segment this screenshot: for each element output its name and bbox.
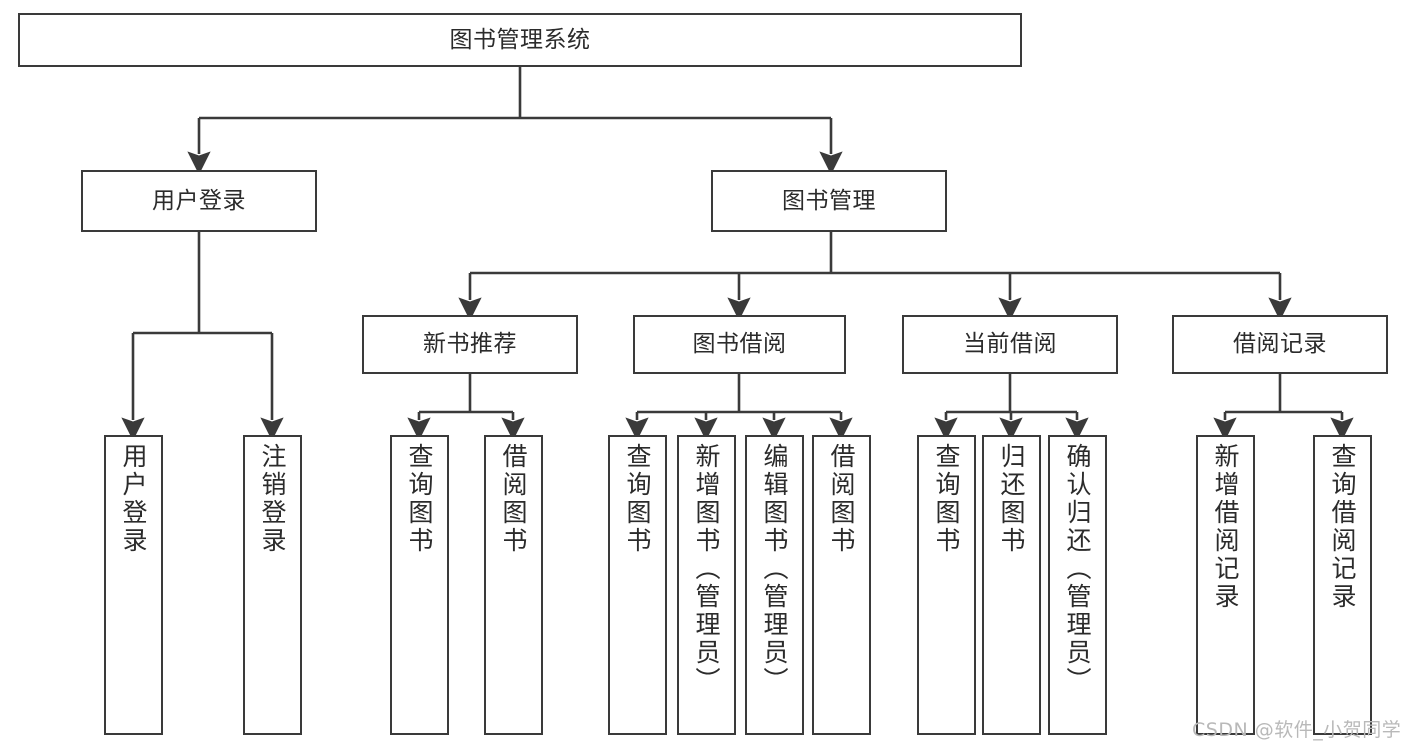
node-book-borrow[interactable]: 图书借阅 bbox=[633, 315, 846, 374]
leaf-borrow-record-query[interactable]: 查询借阅记录 bbox=[1313, 435, 1372, 735]
node-label: 确认归还（管理员） bbox=[1063, 443, 1092, 695]
node-book-management[interactable]: 图书管理 bbox=[711, 170, 947, 232]
node-label: 用户登录 bbox=[152, 187, 246, 214]
node-current-borrow[interactable]: 当前借阅 bbox=[902, 315, 1118, 374]
node-label: 编辑图书（管理员） bbox=[760, 443, 789, 695]
csdn-watermark: CSDN @软件_小贺同学 bbox=[1192, 719, 1402, 741]
leaf-current-borrow-query[interactable]: 查询图书 bbox=[917, 435, 976, 735]
leaf-user-login-logout[interactable]: 注销登录 bbox=[243, 435, 302, 735]
node-borrow-record[interactable]: 借阅记录 bbox=[1172, 315, 1388, 374]
leaf-book-borrow-borrow[interactable]: 借阅图书 bbox=[812, 435, 871, 735]
node-label: 用户登录 bbox=[119, 443, 148, 555]
node-label: 借阅记录 bbox=[1233, 331, 1327, 358]
leaf-current-borrow-confirm-return[interactable]: 确认归还（管理员） bbox=[1048, 435, 1107, 735]
leaf-user-login-login[interactable]: 用户登录 bbox=[104, 435, 163, 735]
leaf-new-book-query[interactable]: 查询图书 bbox=[390, 435, 449, 735]
node-label: 借阅图书 bbox=[827, 443, 856, 555]
node-root-system[interactable]: 图书管理系统 bbox=[18, 13, 1022, 67]
leaf-new-book-borrow[interactable]: 借阅图书 bbox=[484, 435, 543, 735]
leaf-book-borrow-edit[interactable]: 编辑图书（管理员） bbox=[745, 435, 804, 735]
leaf-book-borrow-query[interactable]: 查询图书 bbox=[608, 435, 667, 735]
node-label: 新书推荐 bbox=[423, 331, 517, 358]
node-label: 新增借阅记录 bbox=[1211, 443, 1240, 611]
node-label: 图书管理 bbox=[782, 187, 876, 214]
leaf-current-borrow-return[interactable]: 归还图书 bbox=[982, 435, 1041, 735]
node-label: 归还图书 bbox=[997, 443, 1026, 555]
node-user-login[interactable]: 用户登录 bbox=[81, 170, 317, 232]
node-label: 图书借阅 bbox=[692, 331, 787, 358]
node-new-book-recommend[interactable]: 新书推荐 bbox=[362, 315, 578, 374]
node-label: 注销登录 bbox=[258, 443, 287, 555]
leaf-book-borrow-add[interactable]: 新增图书（管理员） bbox=[677, 435, 736, 735]
node-label: 查询图书 bbox=[932, 443, 961, 555]
node-label: 查询借阅记录 bbox=[1328, 443, 1357, 611]
node-label: 查询图书 bbox=[623, 443, 652, 555]
node-label: 当前借阅 bbox=[963, 331, 1057, 358]
node-label: 查询图书 bbox=[405, 443, 434, 555]
node-label: 新增图书（管理员） bbox=[692, 443, 721, 695]
node-label: 图书管理系统 bbox=[449, 26, 591, 53]
leaf-borrow-record-add[interactable]: 新增借阅记录 bbox=[1196, 435, 1255, 735]
node-label: 借阅图书 bbox=[499, 443, 528, 555]
